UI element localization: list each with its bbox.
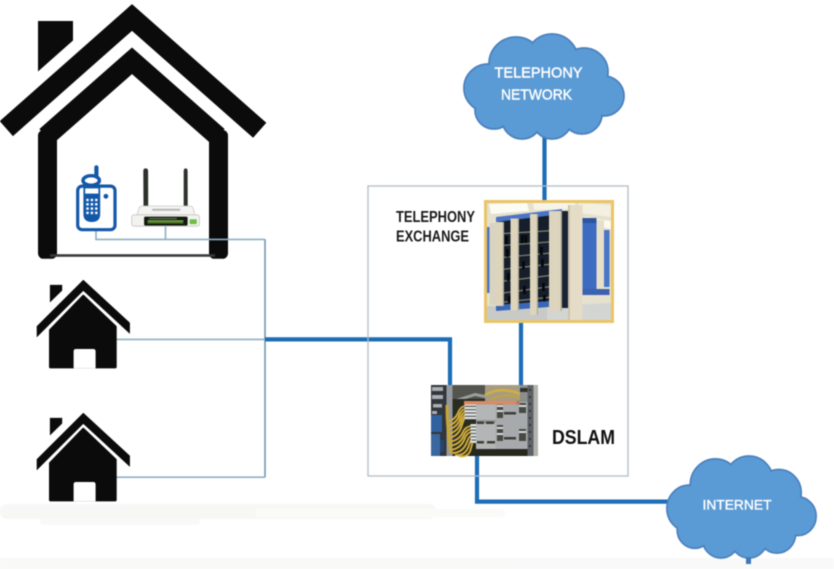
svg-text:NETWORK: NETWORK bbox=[501, 87, 572, 104]
svg-text:DSLAM: DSLAM bbox=[552, 426, 615, 449]
svg-text:TELEPHONY: TELEPHONY bbox=[396, 209, 476, 226]
svg-text:EXCHANGE: EXCHANGE bbox=[396, 229, 469, 246]
svg-text:TELEPHONY: TELEPHONY bbox=[495, 65, 583, 82]
svg-text:INTERNET: INTERNET bbox=[703, 497, 772, 513]
